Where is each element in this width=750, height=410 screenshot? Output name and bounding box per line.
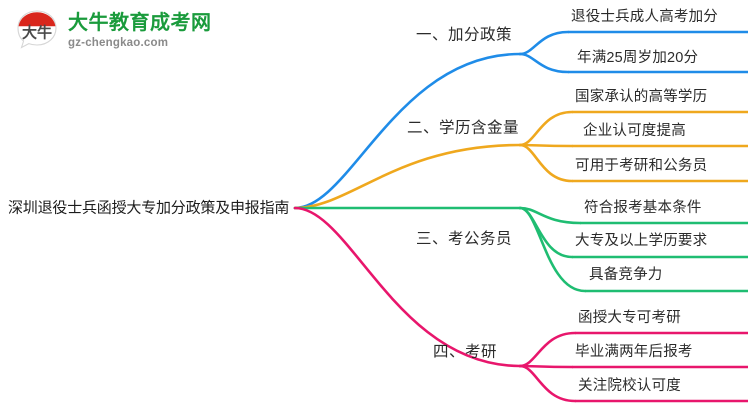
root-node-label: 深圳退役士兵函授大专加分政策及申报指南 (8, 199, 290, 217)
leaf-node-label-4-1: 函授大专可考研 (578, 309, 681, 326)
mindmap-connector (518, 364, 574, 369)
mindmap-connector (293, 52, 522, 210)
leaf-node-label-4-3: 关注院校认可度 (578, 377, 681, 394)
leaf-node-label-2-2: 企业认可度提高 (583, 122, 686, 139)
logo-text-block: 大牛教育成考网 gz-chengkao.com (68, 13, 212, 50)
mindmap-connector (293, 143, 522, 210)
svg-text:大牛: 大牛 (22, 24, 52, 42)
mindmap-connector (293, 206, 522, 368)
branch-node-label-3: 三、考公务员 (415, 230, 512, 248)
logo-title: 大牛教育成考网 (68, 11, 212, 34)
branch-node-label-2: 二、学历含金量 (406, 119, 519, 137)
mindmap-connector (518, 110, 574, 147)
branch-node-label-1: 一、加分政策 (415, 26, 512, 44)
branch-node-label-4: 四、考研 (432, 343, 497, 361)
mindmap-connector (518, 52, 570, 74)
leaf-node-label-2-3: 可用于考研和公务员 (575, 157, 708, 174)
site-logo[interactable]: 大牛 大牛教育成考网 gz-chengkao.com (14, 8, 212, 54)
leaf-node-label-3-1: 符合报考基本条件 (584, 199, 702, 216)
leaf-node-label-4-2: 毕业满两年后报考 (575, 343, 693, 360)
leaf-node-label-2-1: 国家承认的高等学历 (575, 88, 708, 105)
mindmap-connector (518, 331, 577, 368)
logo-url: gz-chengkao.com (68, 36, 169, 49)
logo-badge-icon: 大牛 (14, 8, 60, 54)
leaf-node-label-1-1: 退役士兵成人高考加分 (571, 8, 718, 25)
leaf-node-label-1-2: 年满25周岁加20分 (577, 49, 699, 66)
mindmap-connector (518, 206, 587, 293)
mindmap-connector (518, 364, 577, 403)
leaf-node-label-3-2: 大专及以上学历要求 (575, 232, 708, 249)
mindmap-connector (518, 143, 574, 148)
mindmap-connector (518, 143, 574, 183)
mindmap-connector (518, 30, 570, 56)
leaf-node-label-3-3: 具备竞争力 (589, 266, 663, 283)
